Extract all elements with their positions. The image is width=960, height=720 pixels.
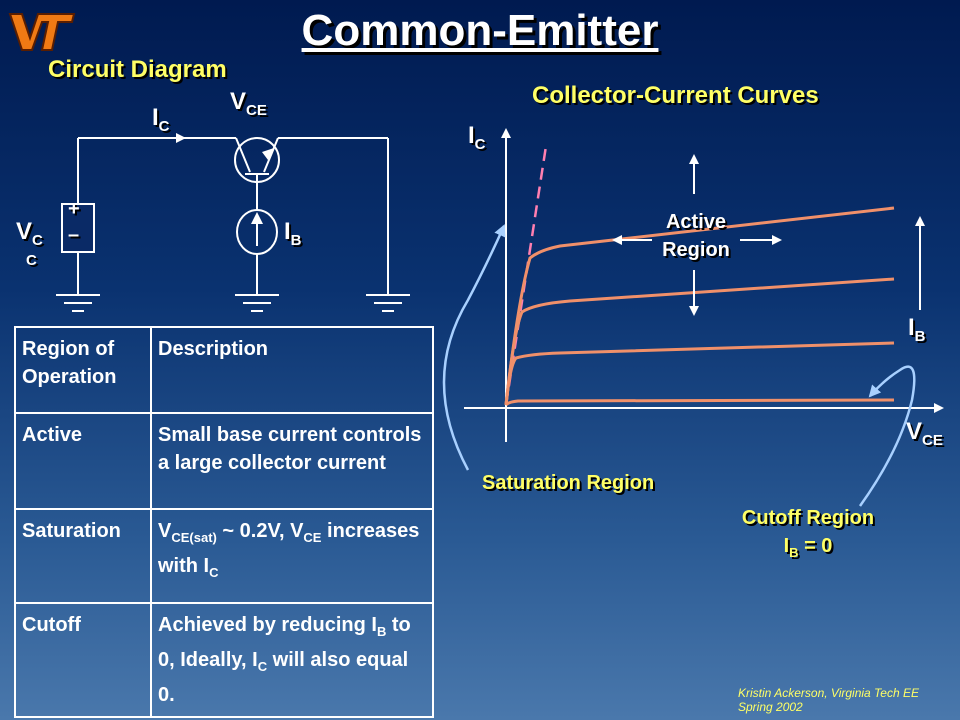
plot-x-axis-label: VCE — [906, 418, 943, 449]
circuit-diagram — [56, 133, 410, 312]
circuit-vcc-label: VC — [16, 218, 43, 249]
table-row: Active Small base current controls a lar… — [14, 412, 434, 510]
vt-logo — [8, 13, 76, 51]
row-saturation-description: VCE(sat) ~ 0.2V, VCE increases with IC — [150, 508, 434, 604]
cutoff-region-label: Cutoff Region IB = 0 — [741, 507, 875, 560]
row-saturation-region: Saturation — [14, 508, 152, 604]
regions-table: Region of Operation Description Active S… — [14, 326, 434, 718]
plot-y-axis-label: IC — [468, 122, 486, 153]
curve-ib-zero — [504, 398, 895, 406]
cutoff-pointer — [858, 365, 916, 507]
circuit-vce-label: VCE — [230, 88, 267, 119]
table-row: Saturation VCE(sat) ~ 0.2V, VCE increase… — [14, 508, 434, 604]
author-credit: Kristin Ackerson, Virginia Tech EE Sprin… — [738, 686, 919, 714]
circuit-heading: Circuit Diagram — [48, 56, 227, 83]
table-header-region: Region of Operation — [14, 326, 152, 414]
table-row: Region of Operation Description — [14, 326, 434, 414]
row-active-region: Active — [14, 412, 152, 510]
curve-ib-low — [504, 341, 895, 406]
circuit-ic-label: IC — [152, 104, 170, 135]
source-minus-sign: – — [68, 224, 80, 246]
row-cutoff-description: Achieved by reducing IB to 0, Ideally, I… — [150, 602, 434, 718]
circuit-ib-label: IB — [284, 218, 302, 249]
source-plus-sign: + — [68, 198, 80, 220]
page-title: Common-Emitter — [301, 6, 659, 55]
active-region-label: Active Region — [662, 211, 730, 261]
plot-ib-label: IB — [908, 314, 926, 345]
table-header-description: Description — [150, 326, 434, 414]
row-active-description: Small base current controls a large coll… — [150, 412, 434, 510]
table-row: Cutoff Achieved by reducing IB to 0, Ide… — [14, 602, 434, 718]
curve-ib-mid — [504, 277, 895, 406]
circuit-vcc-sub2: C — [26, 252, 37, 269]
row-cutoff-region: Cutoff — [14, 602, 152, 718]
saturation-region-label: Saturation Region — [482, 472, 655, 494]
curves-heading: Collector-Current Curves — [532, 82, 819, 109]
saturation-pointer — [442, 224, 506, 471]
